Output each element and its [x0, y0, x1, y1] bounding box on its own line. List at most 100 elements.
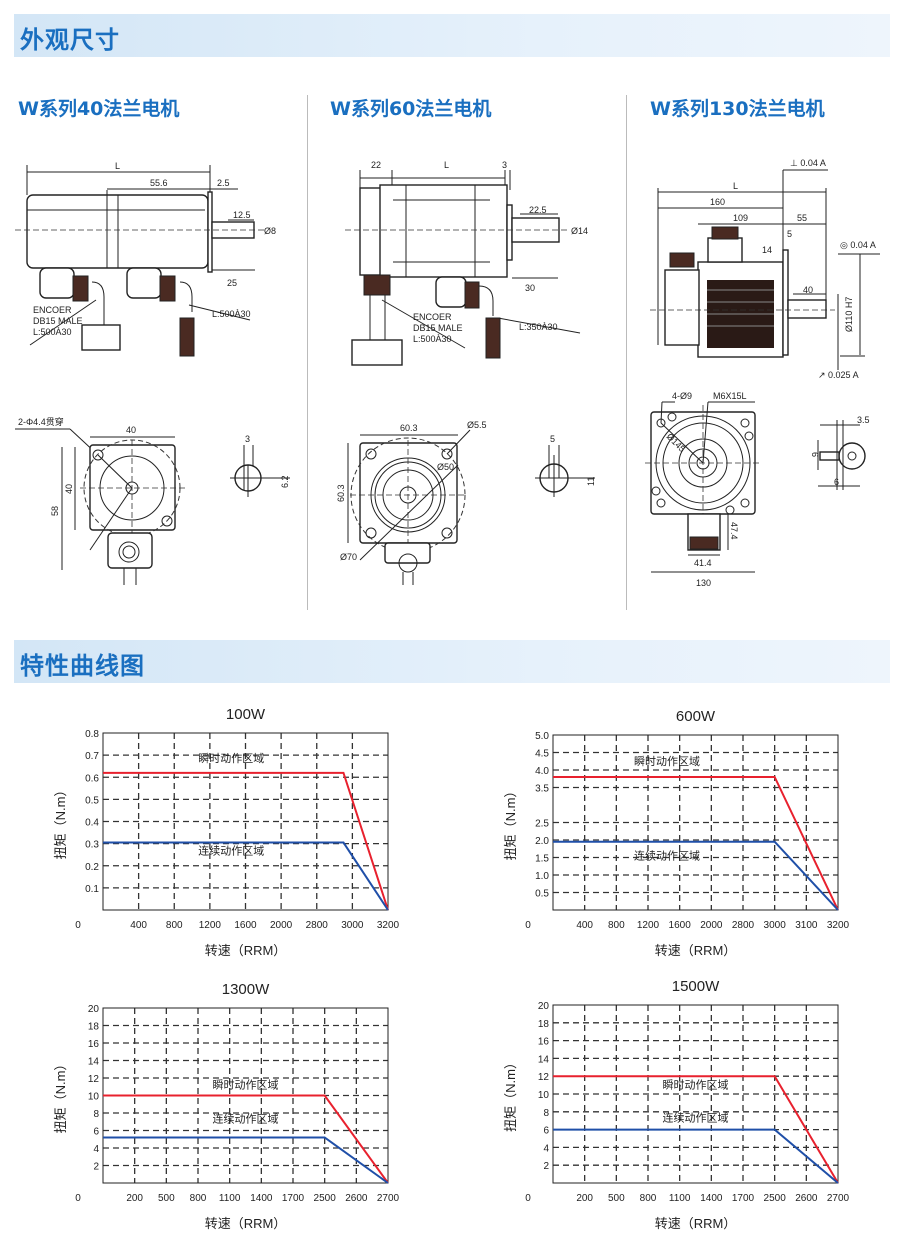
dim-label: 25 [227, 278, 237, 288]
dim-label: L:350À30 [519, 322, 558, 332]
dim-label: 55 [797, 213, 807, 223]
y-axis-label: 扭矩（N.m） [503, 1056, 518, 1132]
dim-label: ⊥ 0.04 A [790, 158, 826, 168]
curves-section-header: 特性曲线图 [14, 640, 890, 683]
y-tick-label: 4 [93, 1144, 99, 1155]
dim-label: M6X15L [713, 391, 747, 401]
x-tick-label: 0 [75, 920, 81, 931]
w40-front-view: 2-Φ4.4贯穿 40 40 58 3 6.2 [15, 416, 290, 585]
x-tick-label: 1200 [637, 920, 660, 931]
x-tick-label: 2600 [795, 1193, 818, 1204]
x-tick-label: 3200 [377, 920, 400, 931]
column-divider [626, 95, 627, 610]
x-tick-label: 200 [576, 1193, 593, 1204]
dim-label: 14 [762, 245, 772, 255]
series-line-instant [103, 1094, 389, 1184]
dim-label: Ø50 [437, 462, 454, 472]
dim-label: ↗ 0.025 A [818, 370, 859, 380]
x-tick-label: 0 [525, 920, 531, 931]
y-tick-label: 14 [538, 1054, 550, 1065]
y-tick-label: 10 [538, 1090, 550, 1101]
x-tick-label: 3200 [827, 920, 850, 931]
series-line-instant [103, 771, 389, 911]
y-tick-label: 2 [93, 1162, 99, 1173]
dimensions-section-header: 外观尺寸 [14, 14, 890, 57]
y-axis-label: 扭矩（N.m） [53, 784, 68, 860]
dim-label: DB15 MALE [33, 316, 83, 326]
x-tick-label: 2700 [377, 1193, 400, 1204]
dim-label: 109 [733, 213, 748, 223]
dim-label: ENCOER [33, 305, 72, 315]
dim-label: ◎ 0.04 A [840, 240, 876, 250]
dim-label: 11 [586, 477, 596, 486]
y-tick-label: 16 [538, 1037, 550, 1048]
x-tick-label: 1400 [250, 1193, 273, 1204]
region-label: 瞬时动作区域 [663, 1079, 729, 1092]
dim-label: Ø8 [264, 226, 276, 236]
dim-label: 58 [50, 506, 60, 516]
y-tick-label: 6 [93, 1127, 99, 1138]
x-tick-label: 0 [75, 1193, 81, 1204]
y-tick-label: 20 [538, 1001, 550, 1012]
dim-label: 6 [810, 452, 820, 457]
y-tick-label: 0.1 [85, 884, 99, 895]
y-tick-label: 0.4 [85, 818, 99, 829]
y-tick-label: 3.5 [535, 784, 549, 795]
x-tick-label: 800 [166, 920, 183, 931]
y-tick-label: 0.5 [535, 889, 549, 900]
region-label: 瞬时动作区域 [213, 1079, 279, 1092]
dim-label: L [733, 181, 738, 191]
y-tick-label: 0.5 [85, 795, 99, 806]
x-axis-label: 转速（RRM） [655, 943, 737, 958]
dim-label: Ø14 [571, 226, 588, 236]
y-tick-label: 14 [88, 1057, 100, 1068]
y-tick-label: 0.8 [85, 729, 99, 740]
dim-label: 60.3 [400, 423, 418, 433]
series-line-instant [553, 776, 839, 911]
x-tick-label: 2000 [700, 920, 723, 931]
dim-label: 55.6 [150, 178, 168, 188]
dim-label: Ø110 H7 [844, 297, 854, 332]
x-tick-label: 1100 [219, 1193, 241, 1204]
chart-title: 600W [676, 708, 716, 725]
x-tick-label: 2600 [345, 1193, 368, 1204]
w130-dimension-drawing: ⊥ 0.04 A L 160 109 55 5 14 ◎ 0.04 A 40 Ø… [645, 158, 880, 588]
dim-label: 40 [64, 484, 74, 494]
w40-title: W系列40法兰电机 [18, 98, 180, 120]
y-tick-label: 2 [543, 1161, 549, 1172]
dim-label: 2-Φ4.4贯穿 [18, 416, 64, 427]
dim-label: 3 [245, 434, 250, 444]
dim-label: L [444, 160, 449, 170]
y-tick-label: 18 [538, 1019, 550, 1030]
w40-side-view: L 55.6 2.5 12.5 Ø8 25 ENCOER DB15 MALE L… [15, 161, 276, 357]
dim-label: 6 [834, 477, 839, 487]
plot-frame [102, 732, 389, 911]
dim-label: 22 [371, 160, 381, 170]
x-tick-label: 3100 [795, 920, 818, 931]
x-tick-label: 1600 [669, 920, 692, 931]
x-tick-label: 1200 [199, 920, 222, 931]
dim-label: 40 [803, 285, 813, 295]
dim-label: 5 [550, 434, 555, 444]
column-divider [307, 95, 308, 610]
dim-label: 3 [502, 160, 507, 170]
series-line-continuous [553, 1128, 839, 1184]
series-line-continuous [103, 1136, 389, 1184]
x-tick-label: 1100 [669, 1193, 691, 1204]
y-tick-label: 1.5 [535, 854, 549, 865]
x-axis-label: 转速（RRM） [205, 943, 287, 958]
dim-label: Ø5.5 [467, 420, 487, 430]
y-tick-label: 12 [88, 1074, 100, 1085]
series-line-continuous [103, 841, 389, 911]
x-tick-label: 800 [190, 1193, 207, 1204]
dim-label: 130 [696, 578, 711, 588]
y-tick-label: 4.0 [535, 766, 549, 777]
x-tick-label: 1600 [234, 920, 257, 931]
w40-dimension-drawing: L 55.6 2.5 12.5 Ø8 25 ENCOER DB15 MALE L… [15, 161, 290, 585]
dim-label: 47.4 [729, 522, 739, 540]
x-axis-label: 转速（RRM） [655, 1216, 737, 1231]
x-tick-label: 2800 [732, 920, 755, 931]
w60-side-view: 22 L 3 22.5 Ø14 30 ENCOER DB15 MALE L:50… [345, 160, 588, 366]
